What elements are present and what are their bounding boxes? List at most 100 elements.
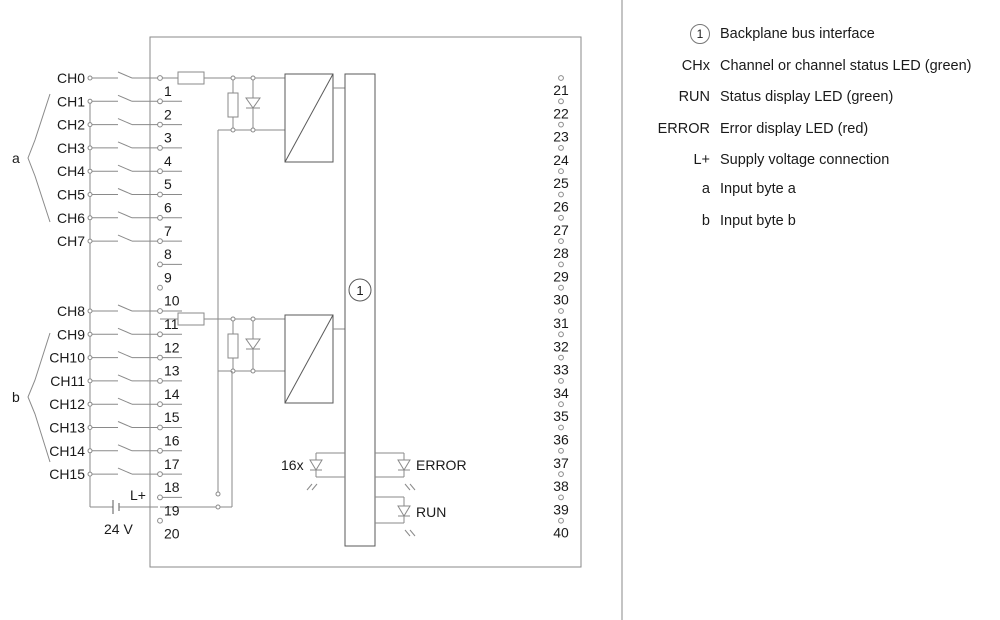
terminal-number: 6	[164, 200, 172, 216]
channel-node	[87, 378, 93, 384]
supply-label: L+	[130, 487, 146, 503]
terminal-number: 32	[553, 338, 569, 354]
error-label: ERROR	[416, 457, 467, 473]
terminal-40	[558, 517, 564, 524]
terminal-25	[558, 168, 564, 175]
terminal-15	[157, 401, 163, 408]
terminal-13	[157, 354, 163, 361]
terminal-36	[558, 424, 564, 431]
error-led	[375, 452, 416, 491]
terminal-number: 23	[553, 129, 569, 145]
legend-key: b	[701, 213, 710, 229]
terminal-number: 2	[164, 106, 172, 122]
terminal-number: 8	[164, 246, 172, 262]
channel-label: CH5	[57, 187, 85, 203]
terminal-16	[157, 424, 163, 431]
terminal-26	[558, 191, 564, 198]
channel-label: CH15	[49, 466, 85, 482]
terminal-number: 36	[553, 432, 569, 448]
channel-label: CH10	[49, 350, 85, 366]
terminal-number: 19	[164, 502, 180, 518]
terminal-number: 35	[553, 408, 569, 424]
terminal-2	[157, 98, 163, 105]
channel-node	[87, 168, 93, 174]
terminal-6	[157, 191, 163, 198]
brace-b	[27, 332, 51, 463]
channel-node	[87, 192, 93, 197]
terminal-number: 16	[164, 433, 180, 449]
legend-description: Error display LED (red)	[720, 121, 869, 137]
channel-node	[87, 122, 93, 128]
channel-label: CH6	[57, 210, 85, 226]
terminal-18	[157, 471, 163, 478]
channel-node	[87, 448, 93, 454]
channel-node	[87, 215, 93, 221]
brace-a	[27, 93, 51, 223]
terminal-number: 9	[164, 269, 172, 285]
bus-marker: 1	[356, 283, 363, 298]
terminal-3	[157, 121, 163, 128]
terminal-number: 37	[553, 455, 569, 471]
input-circuit-lower	[160, 312, 345, 404]
terminal-number: 15	[164, 409, 180, 425]
channel-label: CH7	[57, 233, 85, 249]
terminal-number: 18	[164, 479, 180, 495]
terminal-number: 25	[553, 175, 569, 191]
terminal-number: 13	[164, 363, 180, 379]
terminal-number: 1	[164, 83, 172, 99]
terminal-number: 29	[553, 268, 569, 284]
terminal-number: 26	[553, 199, 569, 215]
terminal-35	[558, 401, 564, 408]
terminal-number: 20	[164, 526, 180, 542]
run-led	[375, 496, 416, 537]
legend-key: a	[701, 181, 710, 197]
voltage-label: 24 V	[104, 521, 133, 537]
channel-node	[87, 238, 93, 244]
terminal-4	[157, 145, 163, 151]
input-circuit-upper	[160, 71, 345, 163]
channel-node	[87, 355, 93, 361]
legend-description: Input byte a	[720, 181, 796, 197]
terminal-32	[558, 331, 564, 338]
legend-key: ERROR	[657, 121, 710, 137]
terminal-21	[558, 75, 564, 81]
channel-node	[87, 425, 93, 430]
terminal-39	[558, 494, 564, 501]
legend-key: L+	[693, 152, 710, 168]
channel-node	[87, 401, 93, 407]
channel-led	[306, 452, 345, 491]
terminal-23	[558, 121, 564, 128]
terminal-number: 14	[164, 386, 180, 402]
channel-label: CH12	[49, 396, 85, 412]
terminal-38	[558, 471, 564, 478]
legend-description: Channel or channel status LED (green)	[720, 58, 972, 74]
terminal-33	[558, 354, 564, 361]
terminal-number: 7	[164, 223, 172, 239]
terminal-24	[558, 145, 564, 151]
terminal-30	[558, 284, 564, 291]
run-label: RUN	[416, 504, 446, 520]
channel-label: CH8	[57, 303, 85, 319]
terminal-number: 40	[553, 525, 569, 541]
channel-label: CH11	[50, 373, 85, 389]
terminal-5	[157, 168, 163, 175]
terminal-number: 27	[553, 222, 569, 238]
channel-label: CH0	[57, 70, 85, 86]
terminal-28	[558, 238, 564, 245]
terminal-27	[558, 214, 564, 221]
channel-label: CH9	[57, 326, 85, 342]
terminal-34	[558, 378, 564, 384]
legend-row: L+Supply voltage connection	[640, 150, 1000, 170]
legend-key: RUN	[678, 89, 710, 105]
legend-description: Input byte b	[720, 213, 796, 229]
terminal-number: 5	[164, 176, 172, 192]
terminal-number: 38	[553, 478, 569, 494]
terminal-number: 24	[553, 152, 569, 168]
channel-label: CH4	[57, 163, 85, 179]
channel-node	[87, 75, 93, 81]
terminal-19	[157, 494, 163, 501]
